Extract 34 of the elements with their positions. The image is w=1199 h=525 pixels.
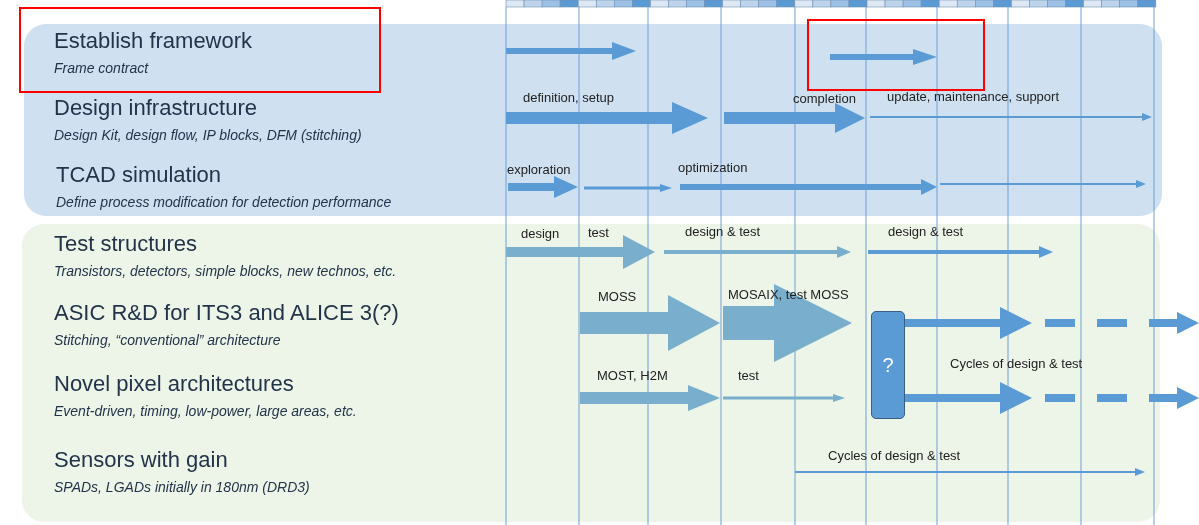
row-title: TCAD simulation bbox=[56, 162, 222, 188]
bar-label: MOST, H2M bbox=[597, 368, 668, 383]
row-title: ASIC R&D for ITS3 and ALICE 3(?) bbox=[54, 300, 399, 326]
row-description: Transistors, detectors, simple blocks, new technos, etc. bbox=[54, 263, 397, 279]
bar-label: test bbox=[738, 368, 759, 383]
row-description: Define process modification for detection performance bbox=[56, 194, 392, 210]
milestone-box: ? bbox=[871, 311, 905, 419]
arrow bbox=[905, 307, 1032, 339]
row-title: Sensors with gain bbox=[54, 447, 228, 473]
arrow bbox=[905, 382, 1032, 414]
row-title: Establish framework bbox=[54, 28, 253, 54]
row-description: Stitching, “conventional” architecture bbox=[54, 332, 281, 348]
row-title: Design infrastructure bbox=[54, 95, 257, 121]
bar-label: exploration bbox=[507, 162, 571, 177]
bar-label: Cycles of design & test bbox=[950, 356, 1083, 371]
bar-label: optimization bbox=[678, 160, 748, 175]
group-band bbox=[24, 24, 1162, 216]
bar-label: MOSS bbox=[598, 289, 637, 304]
bar-label: design & test bbox=[888, 224, 964, 239]
bar-label: definition, setup bbox=[523, 90, 615, 105]
row-description: Design Kit, design flow, IP blocks, DFM (stitching) bbox=[54, 127, 362, 143]
bar-label: design bbox=[521, 226, 560, 241]
row-description: Event-driven, timing, low-power, large areas, etc. bbox=[54, 403, 357, 419]
row-title: Novel pixel architectures bbox=[54, 371, 294, 397]
row-description: SPADs, LGADs initially in 180nm (DRD3) bbox=[54, 479, 310, 495]
row-title: Test structures bbox=[54, 231, 198, 257]
bar-label: test bbox=[588, 225, 609, 240]
bar-label: design & test bbox=[685, 224, 761, 239]
group-band bbox=[22, 224, 1160, 522]
bar-label: Cycles of design & test bbox=[828, 448, 961, 463]
bar-label: MOSAIX, test MOSS bbox=[728, 287, 849, 302]
row-description: Frame contract bbox=[54, 60, 149, 76]
bar-label: update, maintenance, support bbox=[887, 89, 1059, 104]
bar-label: completion bbox=[793, 91, 856, 106]
